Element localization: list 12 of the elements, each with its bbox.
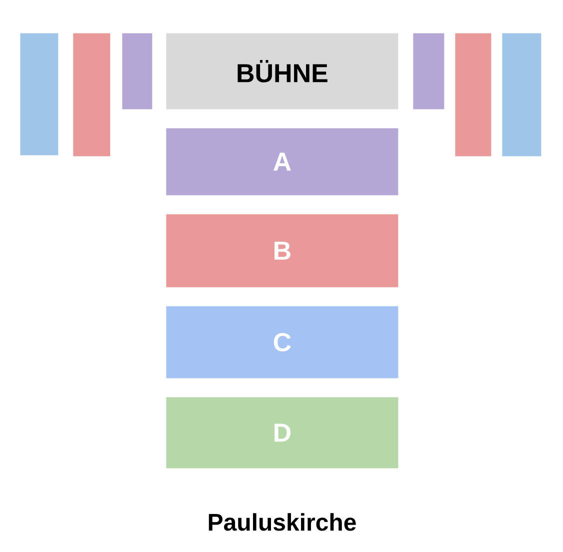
seat-block: [122, 33, 152, 110]
seat-block: [20, 33, 58, 156]
seat-block: [455, 33, 492, 156]
seat-block: [502, 33, 542, 156]
seat-block: [73, 33, 110, 156]
stage-box: BÜHNE: [166, 33, 398, 110]
title: Pauluskirche: [208, 513, 356, 531]
seating-block: A: [166, 128, 398, 196]
seating-block: B: [166, 214, 398, 288]
seat-block: [413, 33, 444, 110]
seating-block: C: [166, 306, 398, 378]
seating-block: D: [166, 397, 398, 468]
